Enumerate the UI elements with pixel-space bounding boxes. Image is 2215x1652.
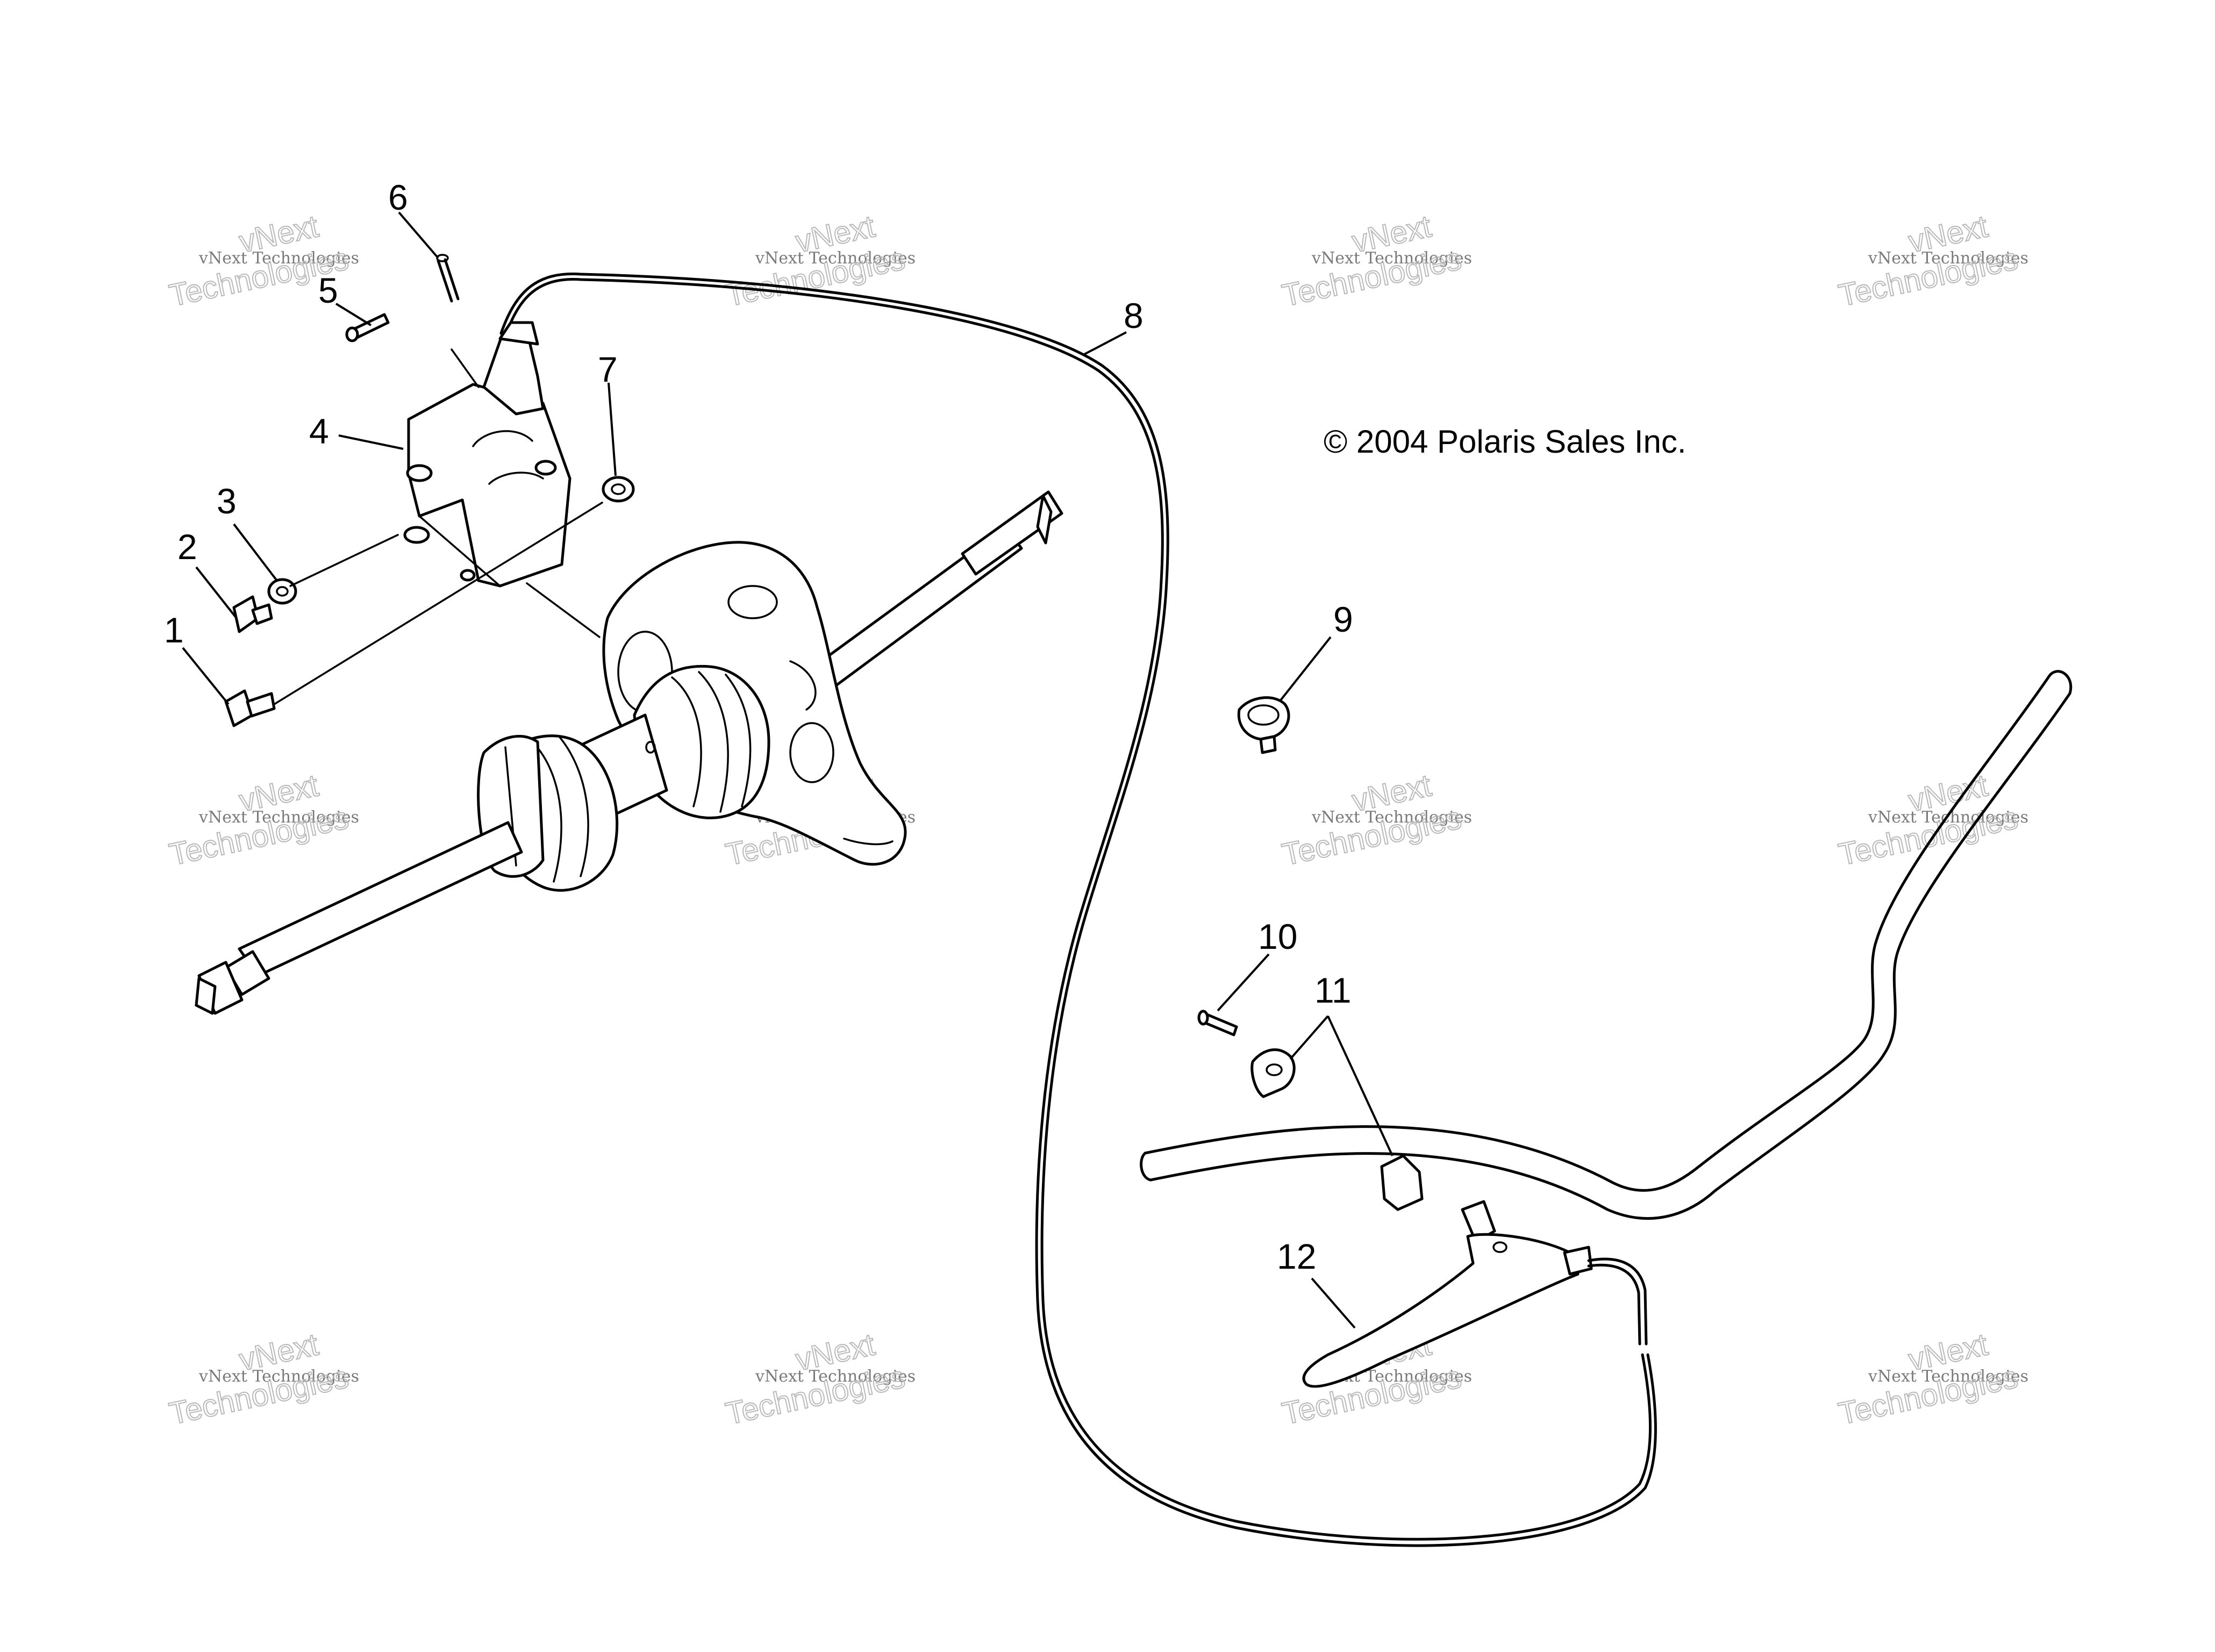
part-9-cable-clamp [1237,696,1290,754]
watermark: vNext Technologies Technologies vNext [722,1326,916,1432]
handlebar [1140,670,2073,1220]
svg-text:vNext Technologies: vNext Technologies [755,1367,916,1386]
svg-text:vNext Technologies: vNext Technologies [198,808,359,827]
watermarks: vNext Technologies Technologies vNext vN… [166,208,2028,1432]
callout-2: 2 [177,527,197,567]
svg-text:vNext Technologies: vNext Technologies [198,249,359,268]
part-11-lever-clamp [1251,1048,1424,1211]
copyright-notice: © 2004 Polaris Sales Inc. [1324,424,1687,460]
watermark: vNext Technologies Technologies vNext [166,1326,359,1432]
callout-7: 7 [598,349,618,389]
callout-4: 4 [309,411,329,451]
callout-9: 9 [1333,599,1353,639]
callout-3: 3 [217,481,237,521]
svg-text:vNext Technologies: vNext Technologies [755,249,916,268]
callout-8: 8 [1124,296,1144,335]
watermark: vNext Technologies Technologies vNext [1835,767,2028,873]
leader-lines [182,211,1394,1329]
rear-axle-assembly [195,490,1063,1015]
part-4-brake-caliper [403,321,571,588]
part-10-screw [1197,1010,1238,1036]
svg-text:vNext Technologies: vNext Technologies [1868,249,2028,268]
part-7-nut [602,476,635,503]
svg-text:vNext Technologies: vNext Technologies [1868,1367,2028,1386]
part-3-washer [267,578,297,605]
part-12-brake-lever [1302,1200,1648,1388]
callout-1: 1 [164,610,184,650]
part-2-bolt [232,595,273,633]
callout-5: 5 [318,270,338,310]
callout-12: 12 [1277,1236,1316,1276]
watermark: vNext Technologies Technologies vNext [1278,767,1472,873]
part-5-pin [345,313,390,342]
svg-text:vNext Technologies: vNext Technologies [1311,808,1472,827]
watermark: vNext Technologies Technologies vNext [1835,1326,2028,1432]
callout-6: 6 [388,177,408,217]
callout-11: 11 [1314,970,1352,1010]
svg-text:vNext Technologies: vNext Technologies [1311,249,1472,268]
watermark: vNext Technologies Technologies vNext [166,767,359,873]
explode-lines [273,348,603,705]
callouts: 1 2 3 4 5 6 7 8 9 10 11 12 [164,177,1353,1276]
callout-10: 10 [1258,917,1297,956]
watermark: vNext Technologies Technologies vNext [1835,208,2028,313]
svg-text:vNext Technologies: vNext Technologies [198,1367,359,1386]
watermark: vNext Technologies Technologies vNext [722,208,916,313]
part-1-bolt [224,689,276,727]
part-6-cotter-pin [436,254,460,303]
watermark: vNext Technologies Technologies vNext [1278,208,1472,313]
part-8-brake-cable [499,273,1657,1547]
